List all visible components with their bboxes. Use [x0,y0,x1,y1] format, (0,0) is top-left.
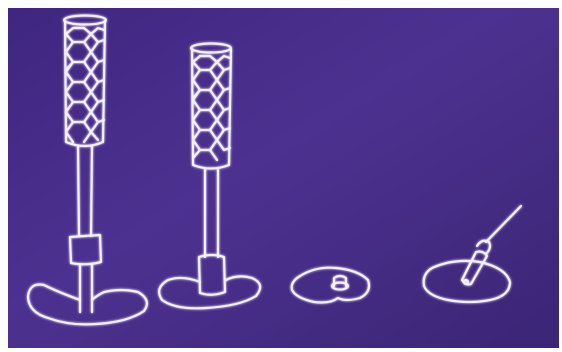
chalk-drawing-photo [0,0,562,352]
scene [0,0,562,352]
